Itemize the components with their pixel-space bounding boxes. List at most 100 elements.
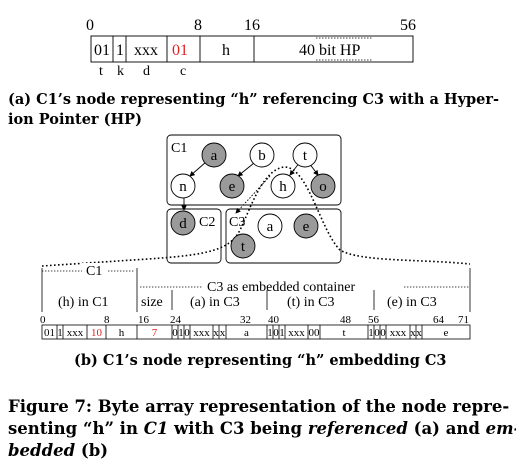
node-label-n: n <box>179 179 187 195</box>
node-label-o: o <box>319 179 327 195</box>
section-label-size: size <box>141 295 163 310</box>
container-c2-box <box>166 208 222 264</box>
cell-b-24: x <box>416 327 422 339</box>
node-e-c1 <box>219 173 245 199</box>
byte-array-a-cells <box>90 35 414 63</box>
cell-b-4: h <box>119 327 125 339</box>
node-label-e-c1: e <box>229 179 236 195</box>
container-label-c1: C1 <box>171 141 187 156</box>
group-label-c3: C3 as embedded container <box>207 280 355 295</box>
node-label-t-c3: t <box>241 239 246 255</box>
figure-caption-l2-post: (a) and <box>407 419 486 438</box>
offset-b-8: 8 <box>104 314 110 326</box>
offset-b-16: 16 <box>138 314 150 326</box>
figure-caption-line2: senting “h” in C1 with C3 being referenc… <box>8 418 516 440</box>
offset-a-8: 8 <box>194 17 202 34</box>
byte-array-b-cells <box>41 324 471 340</box>
figure-caption-l3-em: bedded <box>8 441 76 460</box>
cell-b-13: 1 <box>267 327 273 339</box>
cell-b-9: xxx <box>193 327 210 339</box>
offset-b-64: 64 <box>433 314 445 326</box>
figure-caption-l2-mid: with C3 being <box>168 419 308 438</box>
cell-b-6: 0 <box>172 327 178 339</box>
node-t-c3 <box>230 233 256 259</box>
node-label-a-c3: a <box>267 219 274 235</box>
caption-b: (b) C1’s node representing “h” embedding… <box>74 352 447 369</box>
offset-b-32: 32 <box>240 314 251 326</box>
node-e-c3 <box>293 213 319 239</box>
offset-a-16: 16 <box>244 17 260 34</box>
caption-a-line1: (a) C1’s node representing “h” referenci… <box>8 91 500 108</box>
offset-b-71: 71 <box>458 314 469 326</box>
node-label-b: b <box>258 148 266 164</box>
cell-a-d: xxx <box>134 42 158 59</box>
container-label-c2: C2 <box>199 215 215 230</box>
cell-b-3: 10 <box>91 327 103 339</box>
container-tree: C1 C2 C3 a b t n e h o d a e t <box>41 134 471 267</box>
figure-caption-l2-c1: C1 <box>143 419 169 438</box>
embedding-outline <box>41 166 471 267</box>
cell-a-k: 1 <box>116 42 124 59</box>
node-a <box>201 142 227 168</box>
cell-b-23: x <box>410 327 416 339</box>
cell-b-10: x <box>213 327 219 339</box>
node-b <box>249 142 275 168</box>
section-label-e: (e) in C3 <box>387 295 437 310</box>
node-h <box>270 173 296 199</box>
cell-a-h: h <box>222 42 230 59</box>
node-o <box>310 173 336 199</box>
bit-label-k: k <box>117 64 124 79</box>
group-label-c1: C1 <box>86 264 102 279</box>
cell-a-c: 01 <box>172 42 188 59</box>
cell-b-16: xxx <box>288 327 305 339</box>
cell-b-1: 1 <box>57 327 63 339</box>
figure-caption-line3: bedded (b) <box>8 440 108 462</box>
figure-caption-line1: Figure 7: Byte array representation of t… <box>8 397 510 416</box>
cell-b-11: x <box>220 327 226 339</box>
cell-b-0: 01 <box>44 327 55 339</box>
node-label-a: a <box>211 148 218 164</box>
cell-b-17: 00 <box>309 327 321 339</box>
container-c3-box <box>225 208 342 264</box>
cell-b-2: xxx <box>67 327 84 339</box>
container-c1-box <box>166 134 342 206</box>
cell-a-t: 01 <box>94 42 110 59</box>
offset-b-56: 56 <box>368 314 380 326</box>
figure-caption-l2-pre: senting “h” in <box>8 419 144 438</box>
byte-array-a: 0 8 16 56 01 1 xxx 01 h 40 bit HP t k d … <box>86 17 416 79</box>
offset-b-40: 40 <box>268 314 280 326</box>
cell-b-22: xxx <box>390 327 407 339</box>
container-label-c3: C3 <box>229 215 245 230</box>
caption-a-line2: ion Pointer (HP) <box>8 111 142 128</box>
bit-label-d: d <box>143 64 150 79</box>
hyperion-edge-h-to-c3 <box>235 175 271 214</box>
byte-array-b: C1 C3 as embedded container (h) in C1 si… <box>40 263 471 340</box>
offset-b-24: 24 <box>170 314 182 326</box>
node-t <box>292 142 318 168</box>
cell-b-8: 0 <box>184 327 190 339</box>
section-label-h: (h) in C1 <box>58 295 109 310</box>
bit-label-t: t <box>99 64 103 79</box>
node-label-t: t <box>303 148 308 164</box>
offset-b-0: 0 <box>40 314 46 326</box>
cell-b-12: a <box>244 327 249 339</box>
node-label-d: d <box>179 216 187 232</box>
figure-caption-l2-ref: referenced <box>307 419 408 438</box>
cell-b-5: 7 <box>152 327 158 339</box>
cell-b-25: e <box>444 327 449 339</box>
section-label-a: (a) in C3 <box>190 295 240 310</box>
offset-a-0: 0 <box>86 17 94 34</box>
cell-b-19: 1 <box>368 327 374 339</box>
cell-b-20: 0 <box>374 327 380 339</box>
node-label-e-c3: e <box>303 219 310 235</box>
node-d <box>170 210 196 236</box>
cell-b-21: 0 <box>380 327 386 339</box>
cell-b-7: 1 <box>178 327 184 339</box>
node-n <box>170 173 196 199</box>
cell-b-15: 1 <box>279 327 285 339</box>
node-label-h: h <box>279 179 287 195</box>
offset-a-56: 56 <box>400 17 416 34</box>
cell-b-18: t <box>342 327 345 339</box>
figure-caption-l2-em: em- <box>485 419 516 438</box>
cell-a-hp: 40 bit HP <box>299 42 360 59</box>
